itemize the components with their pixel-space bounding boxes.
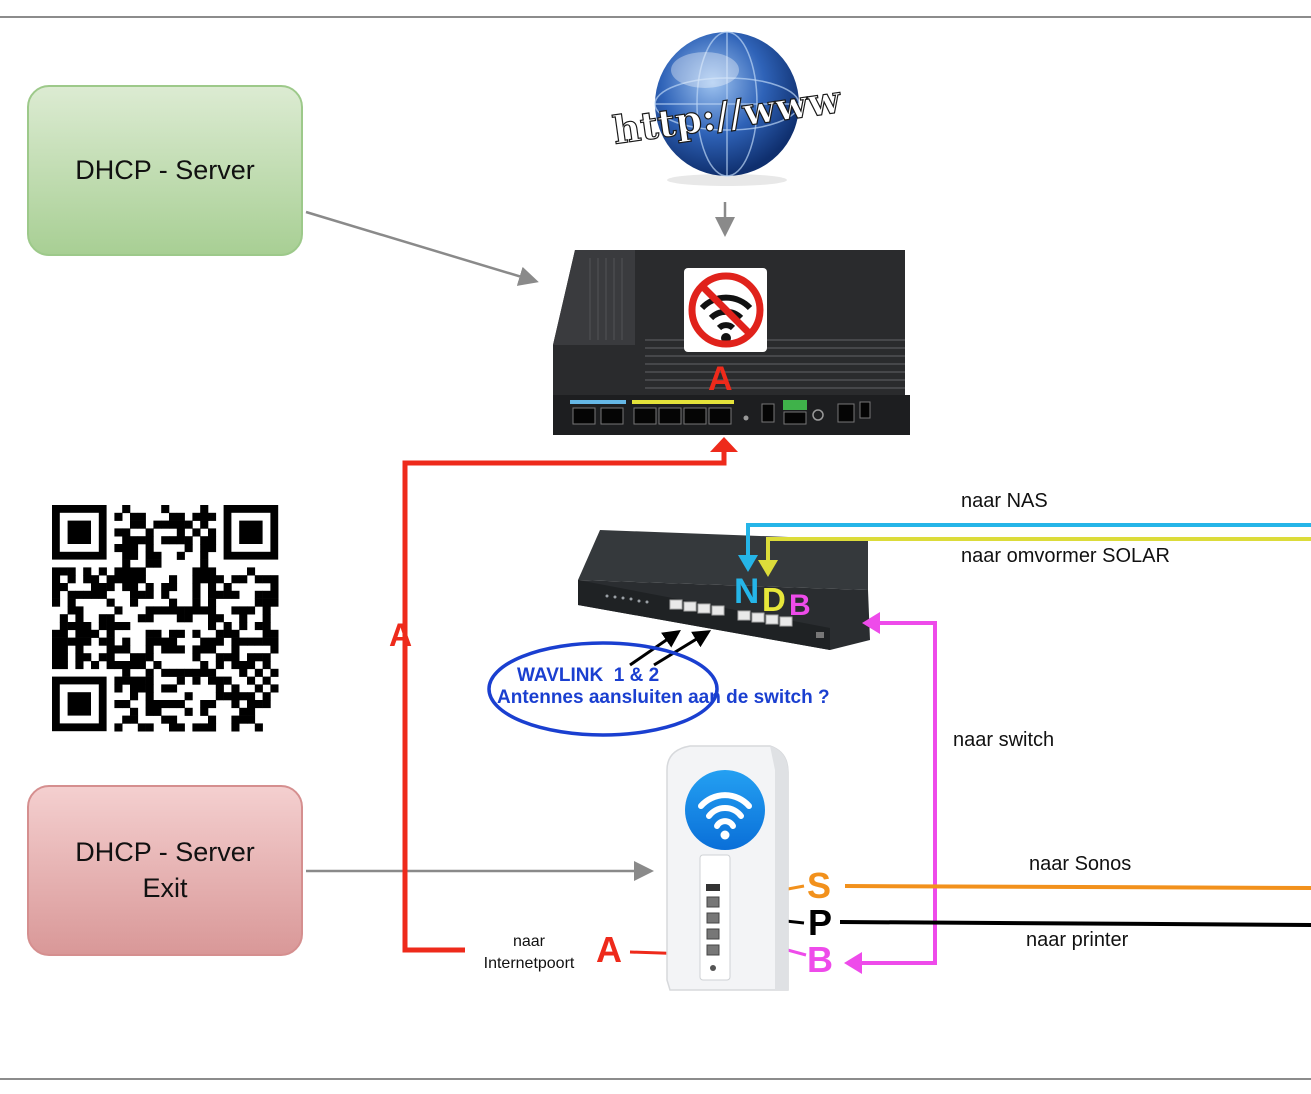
callout-line-2: Antennes aansluiten aan de switch ? <box>497 687 830 708</box>
callout-line-1: WAVLINK 1 & 2 <box>517 665 660 686</box>
sonos-letter: S <box>807 865 832 906</box>
solar-label: naar omvormer SOLAR <box>961 545 1170 567</box>
internetpoort-label: naar Internetpoort <box>483 933 575 972</box>
dhcp-to-router-arrow <box>305 210 539 286</box>
dhcp-server-exit-box: DHCP - Server Exit <box>27 785 303 956</box>
qr-code <box>50 503 281 734</box>
printer-letter: P <box>808 902 833 943</box>
dhcp-server-box: DHCP - Server <box>27 85 303 256</box>
router-port-letter: A <box>708 360 733 398</box>
network-switch <box>578 530 870 650</box>
solar-line <box>766 537 1311 562</box>
mesh-switch-letter: B <box>807 939 833 980</box>
switch-label: naar switch <box>953 729 1055 751</box>
mesh-input-letter: A <box>596 929 622 970</box>
antenna-arrow-2 <box>653 630 712 667</box>
switch-nas-letter: N <box>734 572 760 611</box>
internet-line-letter: A <box>389 617 413 653</box>
internet-globe-icon: http://www <box>609 31 845 186</box>
callout-ellipse <box>487 641 719 737</box>
wifi-icon <box>685 770 765 850</box>
switch-b-letter: B <box>789 589 811 622</box>
nas-label: naar NAS <box>961 490 1048 512</box>
sonos-label: naar Sonos <box>1029 853 1132 875</box>
nas-line <box>746 523 1311 558</box>
no-wifi-icon <box>684 268 767 352</box>
printer-label: naar printer <box>1026 929 1129 951</box>
switch-solar-letter: D <box>762 581 786 618</box>
